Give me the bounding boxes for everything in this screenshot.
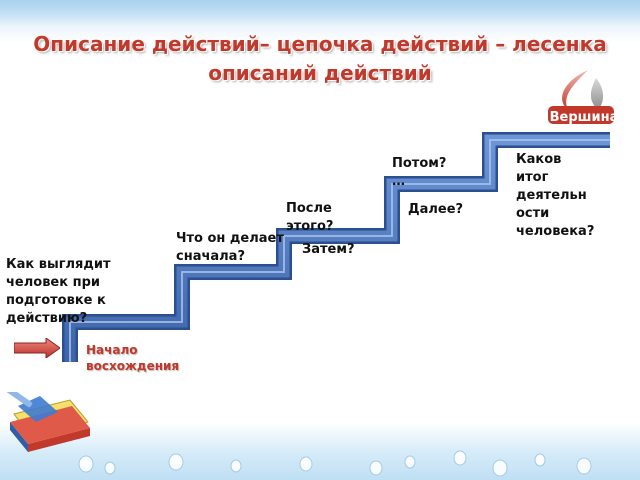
start-arrow-icon: [14, 338, 60, 358]
decorative-bubbles: [78, 450, 592, 477]
staircase-band-highlight: [69, 139, 610, 362]
slide-title-line2: описаний действий: [208, 61, 432, 85]
step-label-1: Как выглядит человек при подготовке к де…: [6, 257, 111, 326]
logo-text: Вершина: [549, 110, 619, 125]
step-label-2: Что он делает сначала?: [176, 231, 284, 264]
books-clipart: [5, 392, 90, 452]
step-label-4: Затем?: [302, 242, 355, 257]
start-label: Начало восхождения: [86, 343, 180, 373]
vershina-logo: [548, 70, 614, 124]
step-label-5: Потом? …: [392, 156, 447, 189]
slide-title-line1: Описание действий– цепочка действий – ле…: [33, 32, 607, 56]
step-label-6: Далее?: [408, 202, 464, 217]
step-label-7: Каков итог деятельн ости человека?: [516, 152, 595, 239]
top-gradient-band: [0, 0, 640, 26]
slide-title: Описание действий– цепочка действий – ле…: [0, 30, 640, 88]
step-label-3: После этого?: [286, 201, 334, 234]
